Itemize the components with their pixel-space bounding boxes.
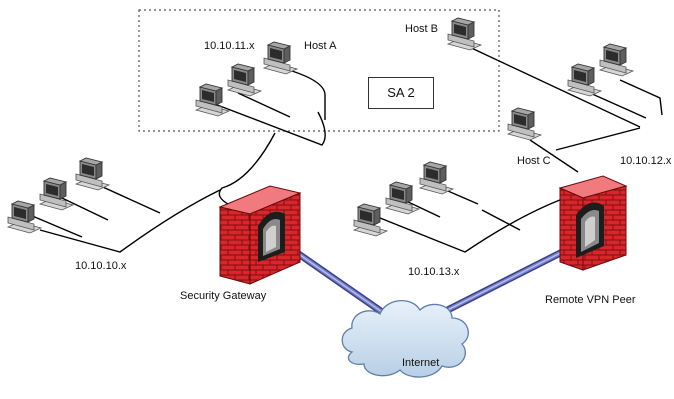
sa-label: SA 2: [368, 77, 434, 109]
computer-icon: [195, 83, 230, 117]
security-gateway-label: Security Gateway: [180, 290, 267, 302]
computer-icon: [567, 63, 602, 97]
host-b-computer-icon: [447, 17, 482, 51]
computer-icon: [419, 161, 454, 195]
remote-vpn-peer-firewall: [558, 175, 628, 271]
host-a-label: Host A: [304, 40, 337, 52]
computer-icon: [75, 157, 110, 191]
subnet-label-10-10-10: 10.10.10.x: [75, 260, 127, 272]
host-b-label: Host B: [405, 23, 439, 35]
host-c-label: Host C: [517, 155, 551, 167]
host-c-computer-icon: [507, 107, 542, 141]
sa-boundary: [138, 9, 500, 132]
computer-icon: [39, 177, 74, 211]
computer-icon: [385, 181, 420, 215]
computer-icon: [599, 43, 634, 77]
security-gateway-firewall: [218, 185, 302, 285]
computer-icon: [227, 63, 262, 97]
subnet-label-10-10-12: 10.10.12.x: [620, 155, 672, 167]
computer-icon: [353, 203, 388, 237]
subnet-label-10-10-11: 10.10.11.x: [204, 40, 255, 52]
network-cables: [29, 44, 663, 253]
remote-vpn-peer-label: Remote VPN Peer: [545, 294, 636, 306]
host-a-computer-icon: [263, 41, 298, 75]
internet-cloud: [341, 300, 469, 378]
subnet-label-10-10-13: 10.10.13.x: [408, 266, 460, 278]
internet-label: Internet: [402, 357, 440, 369]
